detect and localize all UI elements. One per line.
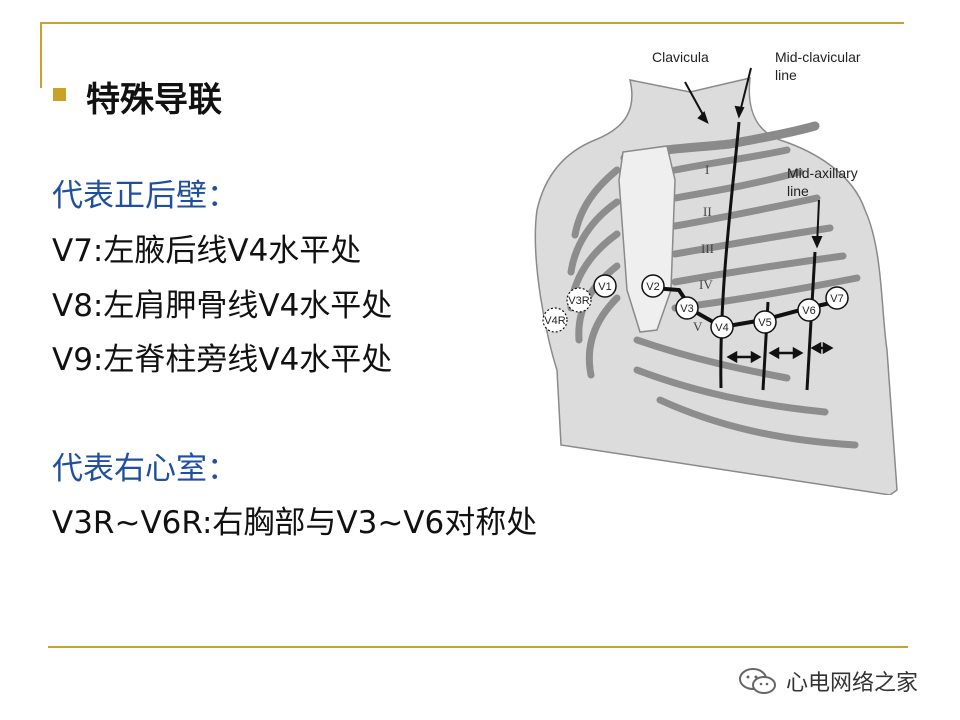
label-pointer-arrows [684,67,823,249]
rib-label-iv: IV [699,277,713,292]
rib-label-iii: III [701,241,714,256]
watermark: 心电网络之家 [738,663,918,699]
electrode-label-v5: V5 [758,317,771,329]
clavicula-label: Clavicula [652,49,709,65]
electrode-label-v1: V1 [598,281,611,293]
electrode-label-v6: V6 [802,305,815,317]
electrode-v3r: V3R [566,287,592,313]
electrode-v4r: V4R [542,307,568,333]
chest-lead-placement-diagram: I II III IV V V1 V2 V3 V4 V5 V6 V7 V3R V… [534,49,898,495]
mid-axillary-label-line1: Mid-axillary [787,165,858,181]
electrode-label-v7: V7 [830,293,843,305]
lead-line-v3r-v6r: V3R~V6R:右胸部与V3~V6对称处 [52,505,538,541]
rib-label-i: I [705,162,709,177]
electrode-v1: V1 [593,274,617,298]
section-heading-posterior: 代表正后壁： [52,178,238,214]
top-horizontal-rule [40,22,904,24]
watermark-text: 心电网络之家 [786,671,919,696]
section-heading-right-ventricle: 代表右心室： [52,451,238,487]
electrode-v7: V7 [825,286,849,310]
electrode-label-v3r: V3R [568,295,589,307]
slide-title: 特殊导联 [86,80,222,120]
rib-label-ii: II [703,204,712,219]
electrode-v6: V6 [797,298,821,322]
mid-clavicular-label-line1: Mid-clavicular [775,49,861,65]
distance-arrows [726,341,834,364]
electrode-label-v3: V3 [680,303,693,315]
title-bullet-square [53,88,66,101]
rib-label-v: V [693,319,703,334]
electrode-v4: V4 [710,315,734,339]
mid-clavicular-line [719,121,741,389]
rib-cage [567,146,861,449]
electrode-label-v4: V4 [715,322,728,334]
electrode-v5: V5 [753,310,777,334]
lead-line-v7: V7:左腋后线V4水平处 [52,233,362,269]
lead-line-v8: V8:左肩胛骨线V4水平处 [52,288,393,324]
electrode-v2: V2 [641,274,665,298]
wechat-icon [739,668,776,694]
mid-axillary-label-line2: line [787,183,809,199]
electrode-label-v4r: V4R [544,315,565,327]
bottom-horizontal-rule [48,646,908,648]
mid-clavicular-label-line2: line [775,67,797,83]
electrode-label-v2: V2 [646,281,659,293]
electrode-v3: V3 [675,296,699,320]
top-left-vertical-rule [40,22,42,88]
torso-silhouette [534,77,898,495]
lead-line-v9: V9:左脊柱旁线V4水平处 [52,342,393,378]
